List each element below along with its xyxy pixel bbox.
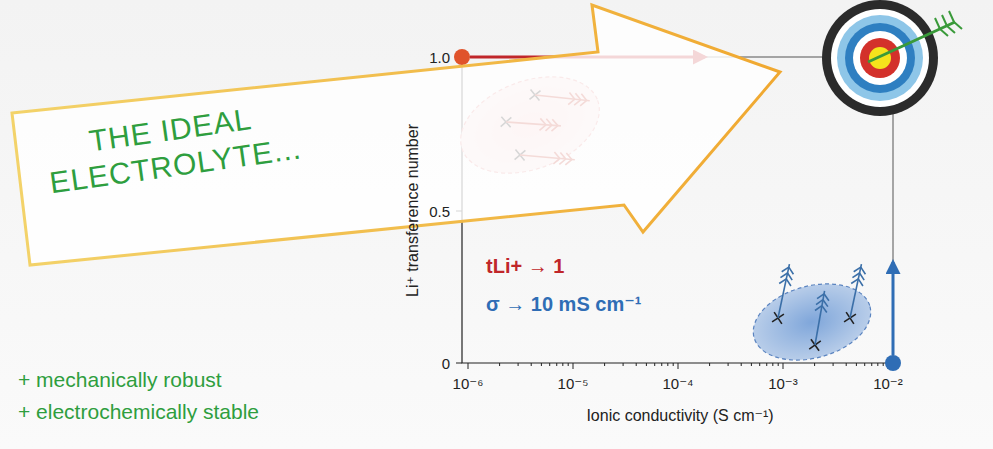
tick-label: 0 — [442, 355, 450, 372]
axis-tick — [646, 363, 647, 366]
axis-tick — [728, 363, 729, 366]
axis-tick — [468, 363, 469, 369]
axis-tick — [883, 363, 884, 366]
axis-tick — [778, 363, 779, 366]
axis-tick — [678, 363, 679, 369]
axis-tick — [814, 363, 815, 366]
axis-title: Ionic conductivity (S cm⁻¹) — [586, 406, 773, 425]
axis-tick — [499, 363, 500, 366]
axis-title: Li⁺ transference number — [402, 124, 421, 297]
axis-tick — [541, 363, 542, 366]
axis-tick — [741, 363, 742, 366]
target-note: tLi+ → 1 — [486, 255, 564, 278]
axis-tick — [623, 363, 624, 366]
tick-label: 10⁻⁶ — [453, 375, 484, 393]
tick-label: 1.0 — [429, 49, 450, 66]
tick-label: 10⁻³ — [768, 375, 798, 393]
tick-label: 0.5 — [429, 203, 450, 220]
axis-tick — [556, 363, 557, 366]
axis-tick — [549, 363, 550, 366]
tick-label: 10⁻⁵ — [558, 375, 589, 393]
tick-label: 10⁻⁴ — [662, 375, 693, 393]
requirement-note: + electrochemically stable — [18, 400, 259, 424]
axis-tick — [518, 363, 519, 366]
arrow-shape — [12, 5, 780, 265]
axis-tick — [871, 363, 872, 366]
axis-tick — [877, 363, 878, 366]
axis-tick — [864, 363, 865, 366]
axis-tick — [709, 363, 710, 366]
axis-tick — [759, 363, 760, 366]
axis-tick — [772, 363, 773, 366]
axis-tick — [568, 363, 569, 366]
target-note: σ → 10 mS cm⁻¹ — [486, 292, 641, 316]
axis-tick — [766, 363, 767, 366]
arrow-banner: THE IDEAL ELECTROLYTE... — [8, 0, 788, 272]
axis-tick — [856, 363, 857, 366]
axis-tick — [783, 363, 784, 369]
axis-tick — [604, 363, 605, 366]
axis-tick — [751, 363, 752, 366]
requirement-note: + mechanically robust — [18, 368, 222, 392]
axis-tick — [667, 363, 668, 366]
axis-tick — [846, 363, 847, 366]
axis-tick — [573, 363, 574, 369]
axis-tick — [531, 363, 532, 366]
axis-tick — [661, 363, 662, 366]
tick-label: 10⁻² — [873, 375, 903, 393]
axis-tick — [673, 363, 674, 366]
axis-tick — [562, 363, 563, 366]
axis-tick — [833, 363, 834, 366]
axis-tick — [636, 363, 637, 366]
axis-tick — [654, 363, 655, 366]
